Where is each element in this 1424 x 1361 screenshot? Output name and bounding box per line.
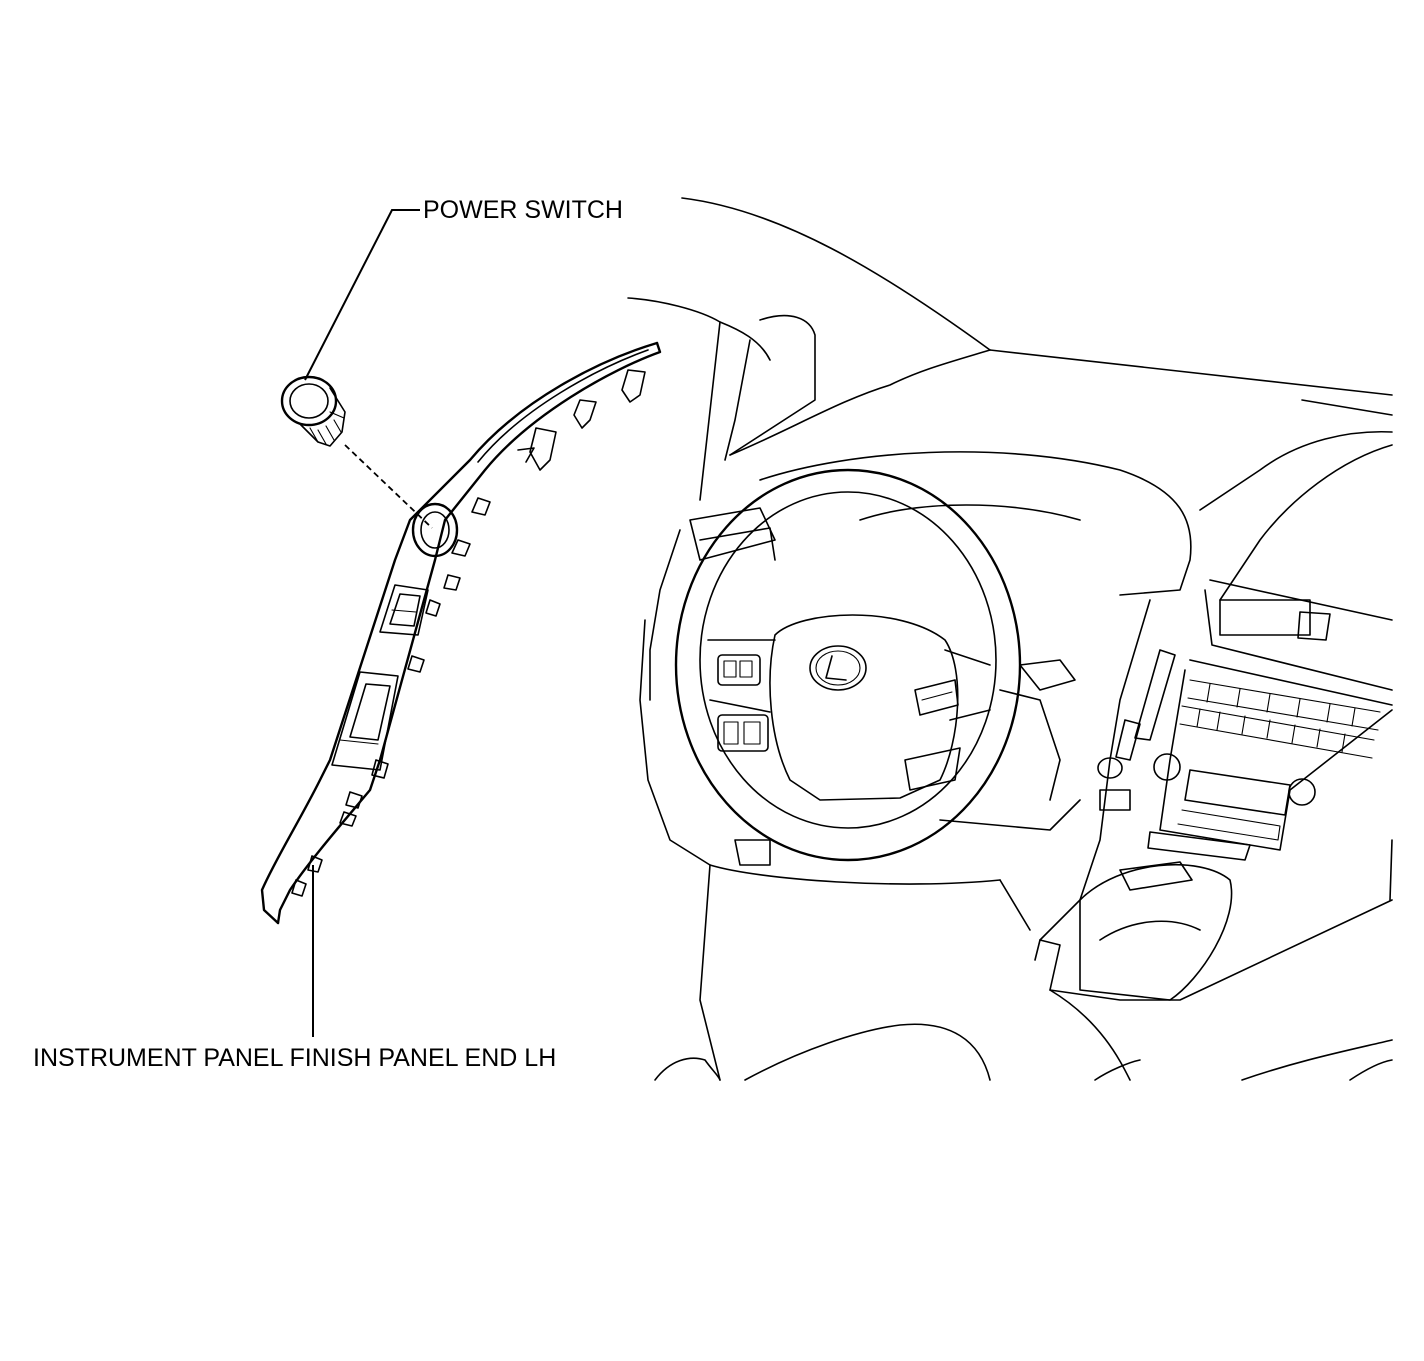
install-direction-line [344, 444, 433, 529]
power-switch-leader [304, 209, 420, 381]
power-switch-part [280, 375, 346, 447]
power-switch-callout: POWER SWITCH [423, 196, 623, 224]
vehicle-cockpit [627, 197, 1393, 1081]
finish-panel-part [260, 341, 662, 925]
finish-panel-callout: INSTRUMENT PANEL FINISH PANEL END LH [33, 1044, 557, 1072]
